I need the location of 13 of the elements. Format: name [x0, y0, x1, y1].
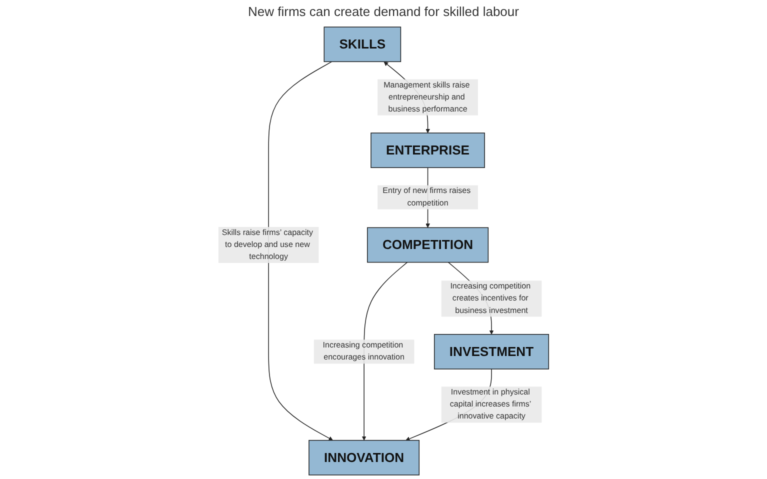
node-box: COMPETITION: [367, 227, 489, 263]
arrow: [268, 61, 334, 441]
node-box: INVESTMENT: [434, 334, 550, 370]
edge-label: Skills raise firms’ capacity to develop and use new technology: [222, 228, 314, 262]
node-box: ENTERPRISE: [370, 132, 485, 168]
edge-label: Management skills raise entrepreneurship and business performance: [384, 80, 470, 114]
edge-label: Increasing competition creates incentives for business investment: [450, 282, 531, 315]
node-box: INNOVATION: [308, 440, 420, 476]
edge-label: Increasing competition encourages innovation: [322, 341, 404, 362]
note-text: New firms can create demand for skilled labour: [248, 4, 519, 19]
node-box: SKILLS: [324, 26, 402, 62]
edge-label: Investment in physical capital increases firms’ innovative capacity: [450, 388, 531, 421]
edge-label: Entry of new firms raises competition: [382, 186, 471, 208]
